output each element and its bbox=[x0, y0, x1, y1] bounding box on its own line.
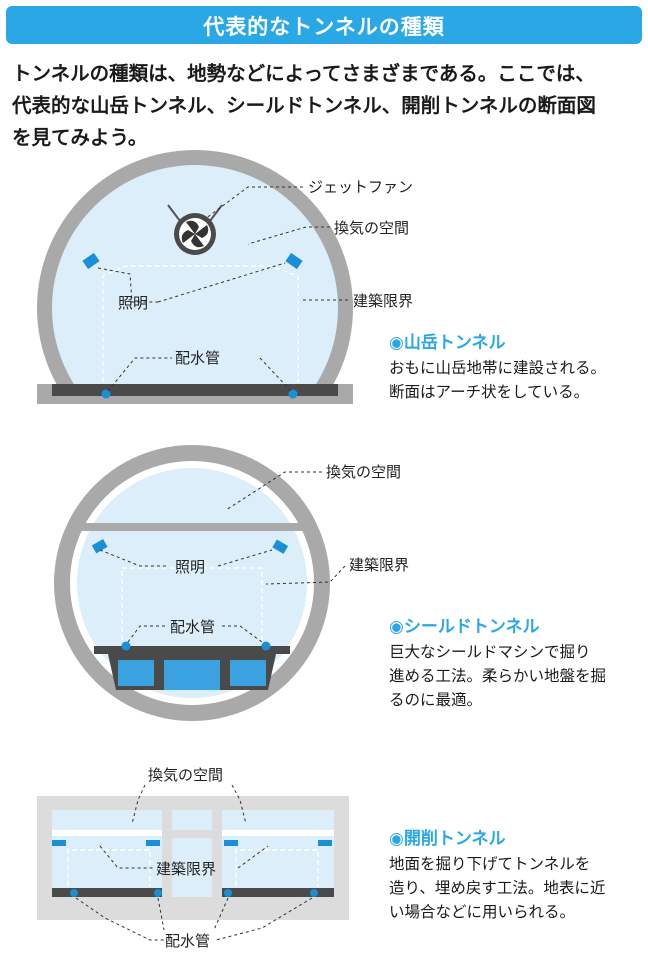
lamp-icon bbox=[82, 252, 100, 270]
title-bar: 代表的なトンネルの種類 bbox=[6, 6, 642, 44]
drain-pipe-icon bbox=[154, 889, 162, 897]
cut-heading: ◉開削トンネル bbox=[389, 829, 506, 849]
clearance-label: 建築限界 bbox=[156, 860, 216, 878]
drain-pipe-icon bbox=[101, 389, 111, 399]
description-line: るのに最適。 bbox=[389, 691, 483, 709]
cut-left-ceiling bbox=[52, 830, 162, 836]
cut-right-ceiling bbox=[222, 830, 334, 836]
intro-line: 代表的な山岳トンネル、シールドトンネル、開削トンネルの断面図 bbox=[12, 94, 596, 117]
cut-clearance-line bbox=[235, 849, 319, 886]
cut-description: 地面を掘り下げてトンネルを 造り、埋め戻す工法。地表に近 い場合などに用いられる… bbox=[389, 852, 605, 924]
ventilation-label: 換気の空間 bbox=[148, 766, 223, 784]
drain-label: 配水管 bbox=[165, 932, 210, 950]
description-line: い場合などに用いられる。 bbox=[389, 903, 576, 921]
lighting-label: 照明 bbox=[175, 558, 205, 576]
intro-text: トンネルの種類は、地勢などによってさまざまである。ここでは、 代表的な山岳トンネ… bbox=[12, 58, 642, 154]
cut-left-bore bbox=[52, 810, 162, 897]
drain-label: 配水管 bbox=[170, 618, 215, 636]
clearance-label: 建築限界 bbox=[349, 556, 409, 574]
intro-line: トンネルの種類は、地勢などによってさまざまである。ここでは、 bbox=[12, 62, 595, 85]
cut-cover-tunnel-diagram: 換気の空間 建築限界 配水管 bbox=[37, 766, 349, 950]
jet-fan-label: ジェットファン bbox=[308, 178, 413, 196]
drain-pipe-icon bbox=[224, 889, 232, 897]
mountain-clearance-line bbox=[102, 265, 299, 382]
shield-cavity bbox=[230, 660, 266, 686]
mountain-interior bbox=[52, 165, 338, 404]
lamp-icon bbox=[285, 252, 303, 270]
description-line: 断面はアーチ状をしている。 bbox=[389, 383, 590, 401]
cut-center-duct bbox=[172, 838, 212, 897]
ventilation-label: 換気の空間 bbox=[326, 463, 401, 481]
description-line: 巨大なシールドマシンで掘り bbox=[389, 643, 591, 661]
clearance-label: 建築限界 bbox=[353, 292, 413, 310]
shield-ceiling-slab bbox=[80, 523, 304, 531]
description-line: 進める工法。柔らかい地盤を掘 bbox=[389, 667, 607, 685]
lighting-label: 照明 bbox=[118, 294, 148, 312]
ventilation-label: 換気の空間 bbox=[334, 219, 409, 237]
mountain-road bbox=[52, 384, 338, 396]
shield-cavity bbox=[118, 660, 154, 686]
lamp-icon bbox=[52, 840, 66, 846]
shield-description: 巨大なシールドマシンで掘り 進める工法。柔らかい地盤を掘 るのに最適。 bbox=[389, 640, 606, 712]
lamp-icon bbox=[224, 840, 238, 846]
lamp-icon bbox=[91, 539, 108, 554]
lamp-icon bbox=[272, 539, 289, 554]
shield-tunnel-diagram: 換気の空間 照明 建築限界 配水管 bbox=[54, 445, 409, 721]
cut-right-bore bbox=[222, 810, 334, 897]
description-line: 地面を掘り下げてトンネルを bbox=[389, 855, 591, 873]
mountain-heading: ◉山岳トンネル bbox=[389, 333, 506, 353]
lamp-icon bbox=[318, 840, 332, 846]
drain-pipe-icon bbox=[288, 389, 298, 399]
drain-pipe-icon bbox=[121, 641, 131, 651]
mountain-tunnel-diagram: ジェットファン 換気の空間 照明 建築限界 配水管 bbox=[37, 150, 413, 404]
cut-center-duct-top bbox=[172, 810, 212, 830]
intro-line: を見てみよう。 bbox=[12, 126, 148, 149]
shield-cavity bbox=[164, 660, 220, 690]
drain-label: 配水管 bbox=[175, 349, 220, 367]
drain-pipe-icon bbox=[261, 641, 271, 651]
lamp-icon bbox=[146, 840, 160, 846]
description-line: おもに山岳地帯に建設される。 bbox=[389, 359, 607, 377]
description-line: 造り、埋め戻す工法。地表に近 bbox=[389, 879, 606, 897]
shield-heading: ◉シールドトンネル bbox=[389, 617, 540, 637]
shield-road bbox=[94, 646, 290, 654]
cut-right-road bbox=[222, 888, 334, 897]
mountain-description: おもに山岳地帯に建設される。 断面はアーチ状をしている。 bbox=[389, 356, 606, 404]
page-title: 代表的なトンネルの種類 bbox=[203, 15, 445, 39]
cut-left-road bbox=[52, 888, 162, 897]
jet-fan-icon bbox=[174, 213, 216, 255]
drain-pipe-icon bbox=[310, 889, 318, 897]
shield-clearance-line bbox=[121, 567, 263, 640]
drain-pipe-icon bbox=[70, 889, 78, 897]
